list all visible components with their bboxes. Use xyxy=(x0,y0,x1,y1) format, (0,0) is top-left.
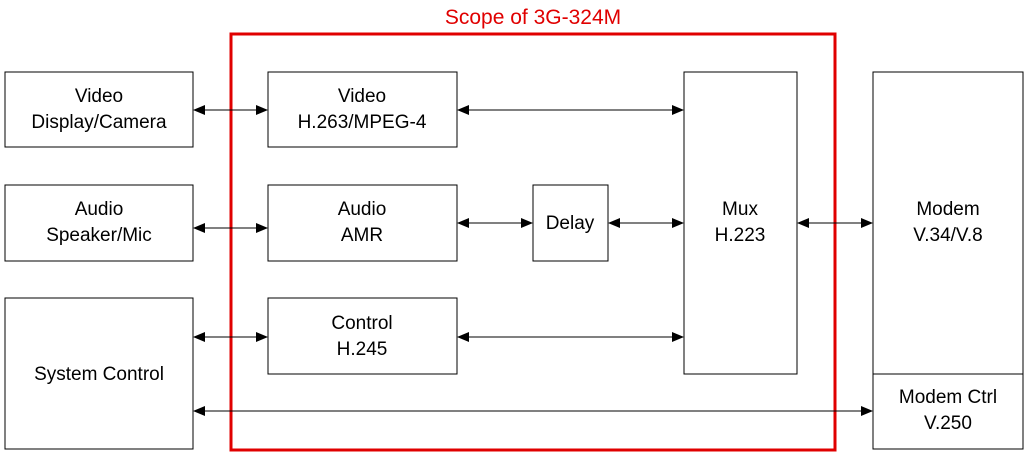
video-device-label-1: Video xyxy=(75,86,123,107)
audio-device-label-2: Speaker/Mic xyxy=(46,225,152,246)
control-label-1: Control xyxy=(331,313,392,334)
delay-label: Delay xyxy=(546,213,595,234)
mux-label-1: Mux xyxy=(722,199,758,220)
video-codec-block: Video H.263/MPEG-4 xyxy=(267,71,458,148)
scope-title: Scope of 3G-324M xyxy=(445,6,621,29)
modem-ctrl-label-2: V.250 xyxy=(924,413,972,434)
modem-block: Modem V.34/V.8 xyxy=(872,71,1024,375)
modem-ctrl-label-1: Modem Ctrl xyxy=(899,387,997,408)
mux-block: Mux H.223 xyxy=(683,71,798,375)
audio-device-label-1: Audio xyxy=(75,199,124,220)
system-control-block: System Control xyxy=(4,297,194,450)
video-codec-label-1: Video xyxy=(338,86,386,107)
modem-label-2: V.34/V.8 xyxy=(913,225,982,246)
video-device-label-2: Display/Camera xyxy=(31,112,167,133)
control-label-2: H.245 xyxy=(337,339,388,360)
audio-codec-block: Audio AMR xyxy=(267,184,458,262)
audio-codec-label-2: AMR xyxy=(341,225,383,246)
modem-label-1: Modem xyxy=(916,199,979,220)
scope-boundary xyxy=(229,32,837,452)
mux-label-2: H.223 xyxy=(715,225,766,246)
audio-device-block: Audio Speaker/Mic xyxy=(4,184,194,262)
modem-ctrl-block: Modem Ctrl V.250 xyxy=(872,373,1024,450)
delay-block: Delay xyxy=(532,184,609,262)
video-device-block: Video Display/Camera xyxy=(4,71,194,148)
control-block: Control H.245 xyxy=(267,297,458,375)
system-control-label: System Control xyxy=(34,364,164,385)
audio-codec-label-1: Audio xyxy=(338,199,387,220)
video-codec-label-2: H.263/MPEG-4 xyxy=(298,112,427,133)
